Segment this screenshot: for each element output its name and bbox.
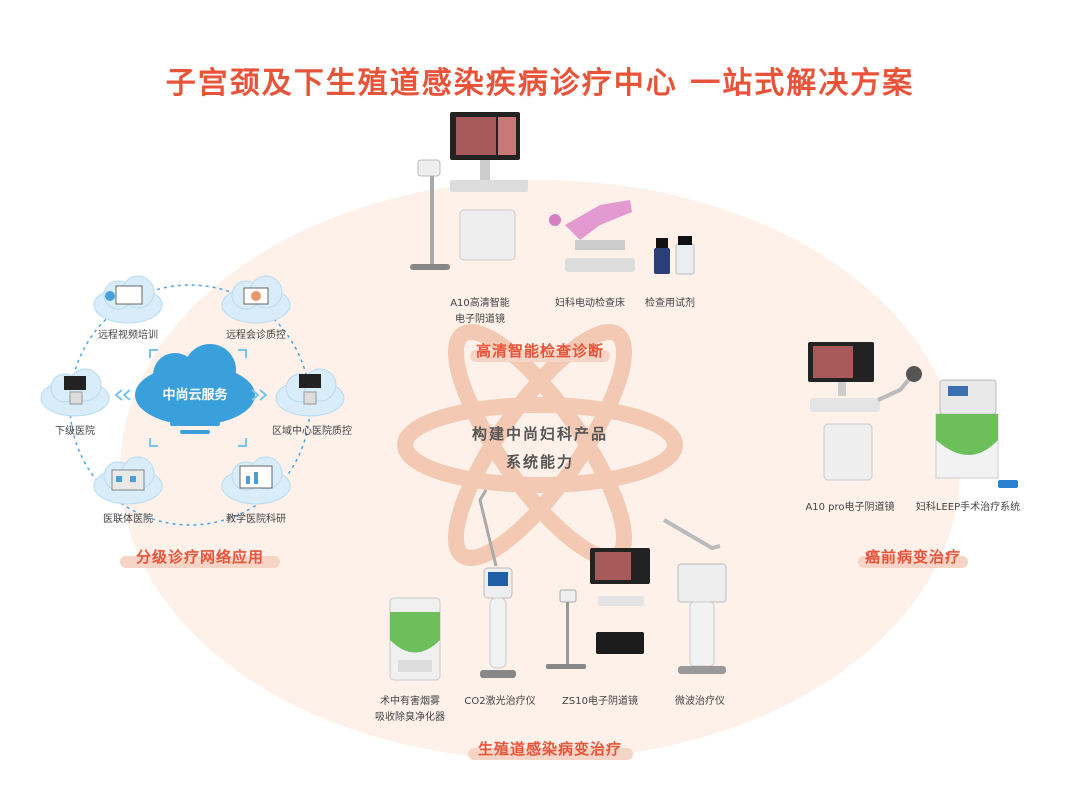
product-label-microwave: 微波治疗仪 (675, 696, 725, 707)
reagent-bottles-image (654, 236, 695, 275)
product-label-co2-laser: CO2激光治疗仪 (464, 696, 536, 707)
a10-colposcope-image (410, 112, 528, 270)
node-label-regional: 区域中心医院质控 (272, 426, 352, 437)
atom-orbits-icon (397, 324, 683, 566)
section-left-heading: 分级诊疗网络应用 (135, 548, 264, 566)
co2-laser-image (478, 489, 516, 678)
section-top-heading: 高清智能检查诊断 (475, 342, 604, 360)
product-label-leep: 妇科LEEP手术治疗系统 (915, 502, 1021, 513)
node-label-training: 远程视频培训 (98, 330, 158, 341)
center-text: 构建中尚妇科产品 系统能力 (440, 420, 640, 476)
page-title: 子宫颈及下生殖道感染疾病诊疗中心 一站式解决方案 (165, 66, 915, 101)
cloud-service-label: 中尚云服务 (162, 388, 228, 403)
leep-system-image (935, 379, 1018, 488)
node-label-consult: 远程会诊质控 (226, 330, 286, 341)
zs10-colposcope-image (546, 548, 650, 669)
product-label-zs10: ZS10电子阴道镜 (562, 696, 638, 707)
exam-bed-image (549, 200, 635, 272)
product-label-exam-bed: 妇科电动检查床 (555, 298, 625, 309)
cloud-service-icon (135, 344, 255, 434)
node-label-lower-hospital: 下级医院 (55, 426, 95, 437)
node-label-alliance: 医联体医院 (103, 514, 153, 525)
section-right-heading: 癌前病变治疗 (864, 548, 961, 566)
section-bottom-heading: 生殖道感染病变治疗 (477, 740, 622, 758)
center-text-line1: 构建中尚妇科产品 (471, 425, 608, 443)
product-label-a10pro: A10 pro电子阴道镜 (805, 502, 895, 513)
product-label-purifier: 术中有害烟雾 吸收除臭净化器 (375, 696, 445, 723)
node-label-teaching: 教学医院科研 (226, 514, 286, 525)
smoke-purifier-image (389, 597, 441, 681)
a10pro-colposcope-image (808, 342, 922, 481)
product-label-a10: A10高清智能 电子阴道镜 (450, 298, 510, 325)
microwave-therapy-image (662, 518, 727, 674)
product-label-reagent: 检查用试剂 (645, 298, 695, 309)
background-ellipse (120, 180, 960, 760)
center-text-line2: 系统能力 (505, 453, 574, 471)
